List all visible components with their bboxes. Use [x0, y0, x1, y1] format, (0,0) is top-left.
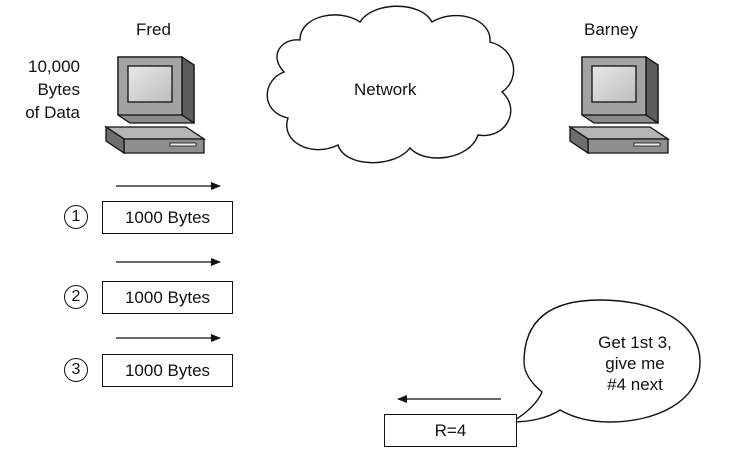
barney-label: Barney	[584, 20, 638, 39]
speech-bubble-text: Get 1st 3, give me #4 next	[580, 332, 690, 395]
network-label: Network	[354, 80, 417, 99]
data-amount-line: Bytes	[37, 80, 80, 99]
ack-box: R=4	[384, 414, 517, 447]
segment-1-number: 1	[64, 205, 88, 229]
data-amount-line: of Data	[25, 103, 80, 122]
data-amount-line: 10,000	[28, 57, 80, 76]
segment-2-number: 2	[64, 285, 88, 309]
segment-1-box: 1000 Bytes	[102, 201, 233, 234]
barney-computer-icon	[567, 55, 671, 155]
segment-3-number: 3	[64, 358, 88, 382]
network-cloud-icon	[266, 5, 515, 164]
data-amount-label: 10,000 Bytes of Data	[0, 55, 80, 124]
speech-bubble-line: #4 next	[607, 375, 663, 394]
segment-3-box: 1000 Bytes	[102, 354, 233, 387]
fred-label: Fred	[136, 20, 171, 39]
fred-computer-icon	[103, 55, 207, 155]
speech-bubble-line: give me	[605, 354, 665, 373]
segment-2-box: 1000 Bytes	[102, 281, 233, 314]
speech-bubble-line: Get 1st 3,	[598, 333, 672, 352]
speech-bubble-shape	[509, 299, 701, 423]
